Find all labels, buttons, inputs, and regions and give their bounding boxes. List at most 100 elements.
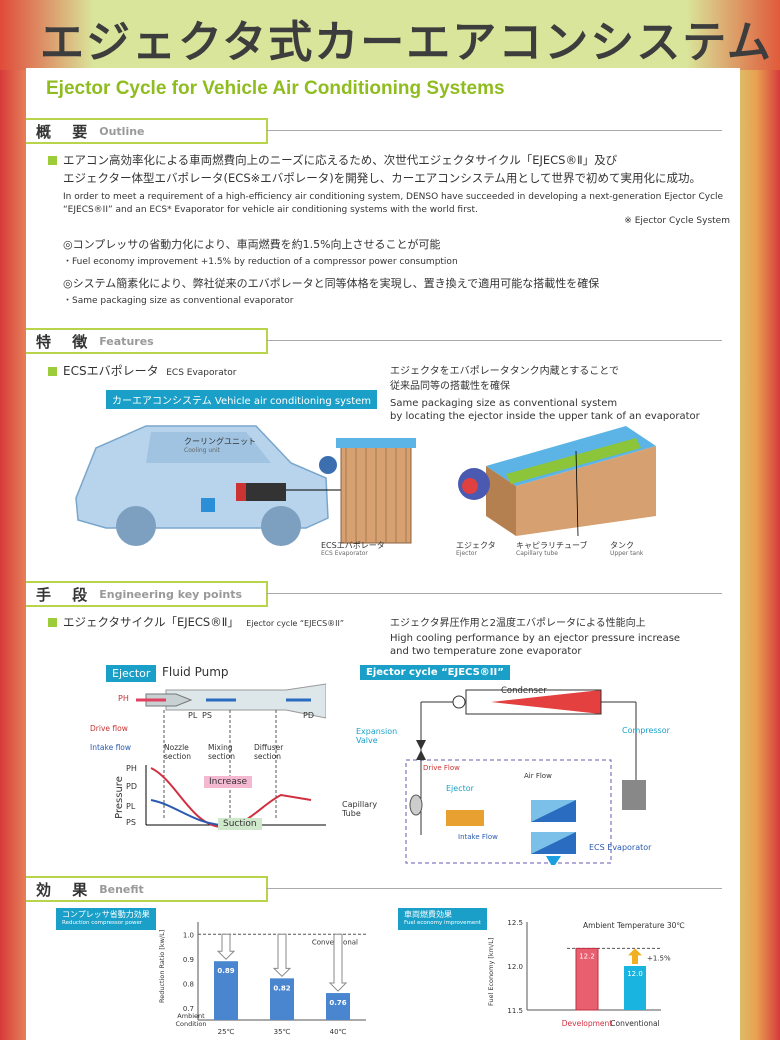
divider (266, 340, 722, 341)
ejector-label-en: Ejector (456, 550, 477, 557)
y-ph: PH (126, 764, 137, 773)
increase-arrow (628, 948, 642, 964)
engineering-item-jp: エジェクタサイクル「EJECS®Ⅱ」 (63, 615, 239, 629)
outline-para-en-1: In order to meet a requirement of a high… (63, 192, 724, 202)
features-heading: 特 徴 Features (26, 328, 268, 354)
tank-label-jp: タンク (610, 541, 634, 550)
fuel-economy-chart: 12.512.011.512.2Development12.0Conventio… (507, 919, 671, 1028)
drive-flow-label: Drive flow (90, 724, 128, 733)
data-label: 0.76 (329, 999, 346, 1007)
benefit-heading-jp: 効 果 (36, 880, 96, 899)
cooling-unit-jp: クーリングユニット (184, 437, 256, 446)
engineering-heading: 手 段 Engineering key points (26, 581, 268, 607)
chart2-note: Ambient Temperature 30℃ (583, 921, 685, 930)
y-pd: PD (126, 782, 137, 791)
data-label: 0.82 (273, 984, 290, 992)
bar (270, 978, 294, 1020)
point1-en: ・Fuel economy improvement +1.5% by reduc… (63, 257, 458, 267)
y-tick-label: 0.9 (183, 956, 194, 964)
features-heading-jp: 特 徴 (36, 332, 96, 351)
air-flow-label: Air Flow (524, 772, 552, 780)
reduction-arrow (328, 933, 348, 992)
engineering-heading-en: Engineering key points (99, 587, 243, 601)
data-label: 12.0 (627, 970, 643, 978)
bar (624, 966, 646, 1010)
outline-para-jp-2: エジェクター体型エバポレータ(ECS※エバポレータ)を開発し、カーエアコンシステ… (63, 171, 702, 185)
pd-label: PD (303, 711, 314, 720)
capillary-label-en: Capillary tube (516, 550, 558, 557)
ecs-evap-cycle-label: ECS Evaporator (589, 843, 652, 852)
y-tick-label: 0.8 (183, 980, 194, 988)
intake-flow-cycle-label: Intake Flow (458, 833, 498, 841)
intake-flow-label: Intake flow (90, 743, 132, 752)
y-tick-label: 0.7 (183, 1005, 194, 1013)
outline-note: ※ Ejector Cycle System (624, 216, 730, 226)
bullet-square-icon (48, 618, 57, 627)
evap-label-en: ECS Evaporator (321, 550, 368, 557)
ps-label: PS (202, 711, 212, 720)
chart1-tag-jp: コンプレッサ省動力効果 (62, 910, 150, 919)
features-desc-en-1: Same packaging size as conventional syst… (390, 398, 618, 409)
ecs-evaporator-illustration (319, 438, 416, 544)
chart1-xlabel: Ambient Condition (175, 1012, 207, 1028)
features-desc-jp-1: エジェクタをエバポレータタンク内蔵とすることで (390, 366, 619, 377)
bullet-square-icon (48, 367, 57, 376)
cooling-unit-en: Cooling unit (184, 447, 221, 454)
bar (575, 947, 599, 1011)
reduction-arrow (272, 933, 292, 978)
compressor-power-chart: 1.00.90.80.7Conventional0.8925℃0.8235℃0.… (183, 922, 366, 1036)
ejector-tag: Ejector (106, 665, 157, 682)
suction-badge: Suction (218, 818, 262, 830)
outline-heading: 概 要 Outline (26, 118, 268, 144)
data-label: 12.2 (579, 952, 595, 960)
x-tick-label: Conventional (610, 1019, 659, 1028)
drive-flow-cycle-label: Drive Flow (423, 764, 460, 772)
divider (266, 130, 722, 131)
engineering-desc-jp: エジェクタ昇圧作用と2温度エバポレータによる性能向上 (390, 618, 646, 629)
divider (266, 888, 722, 889)
features-item-jp: ECSエバポレータ (63, 364, 159, 378)
outline-text: エアコン高効率化による車両燃費向上のニーズに応えるため、次世代エジェクタサイクル… (63, 153, 618, 167)
y-pl: PL (126, 802, 136, 811)
diffuser-label: Diffuser section (254, 743, 284, 761)
outline-para-jp-1: エアコン高効率化による車両燃費向上のニーズに応えるため、次世代エジェクタサイクル… (48, 152, 617, 168)
vehicle-illustration (75, 425, 341, 546)
features-item: ECSエバポレータ ECS Evaporator (48, 362, 236, 379)
features-desc-en-2: by locating the ejector inside the upper… (390, 411, 700, 422)
expansion-valve-label: Expansion Valve (356, 727, 398, 745)
evap-label-jp: ECSエバポレータ (321, 541, 385, 550)
chart1-tag-en: Reduction compressor power (62, 920, 143, 926)
engineering-heading-jp: 手 段 (36, 585, 96, 604)
ejector-tank-illustration (458, 426, 656, 536)
content-panel: Ejector Cycle for Vehicle Air Conditioni… (26, 68, 740, 1040)
features-item-en: ECS Evaporator (166, 368, 237, 378)
outline-heading-en: Outline (99, 124, 145, 138)
benefit-heading-en: Benefit (99, 882, 144, 896)
ejector-cycle-tag: Ejector cycle “EJECS®II” (360, 665, 510, 680)
divider (266, 593, 722, 594)
y-tick-label: 1.0 (183, 931, 194, 939)
data-label: 0.89 (217, 967, 234, 975)
condenser-label: Condenser (501, 686, 547, 696)
top-banner (0, 0, 780, 70)
bar (214, 961, 238, 1020)
compressor-label: Compressor (622, 726, 670, 735)
engineering-desc-en-2: and two temperature zone evaporator (390, 646, 582, 657)
x-tick-label: 40℃ (330, 1028, 347, 1036)
chart2-tag-jp: 車両燃費効果 (404, 910, 452, 919)
engineering-item-en: Ejector cycle “EJECS®II” (246, 619, 345, 628)
point2-en: ・Same packaging size as conventional eva… (63, 296, 294, 306)
ejector-cycle-diagram (405, 689, 646, 865)
increase-badge: Increase (204, 776, 253, 788)
reduction-arrow (216, 933, 236, 960)
ejector-label-jp: エジェクタ (456, 541, 496, 550)
chart1-ylabel: Reduction Ratio [kw/L] (158, 929, 166, 1003)
features-heading-en: Features (99, 334, 154, 348)
x-tick-label: Development (562, 1019, 613, 1028)
system-label: カーエアコンシステム Vehicle air conditioning syst… (106, 390, 378, 409)
page-title: エジェクタ式カーエアコンシステム (40, 17, 773, 68)
chart2-tag-en: Fuel economy improvement (404, 920, 481, 926)
capillary-tube-label: Capillary Tube (342, 800, 378, 818)
